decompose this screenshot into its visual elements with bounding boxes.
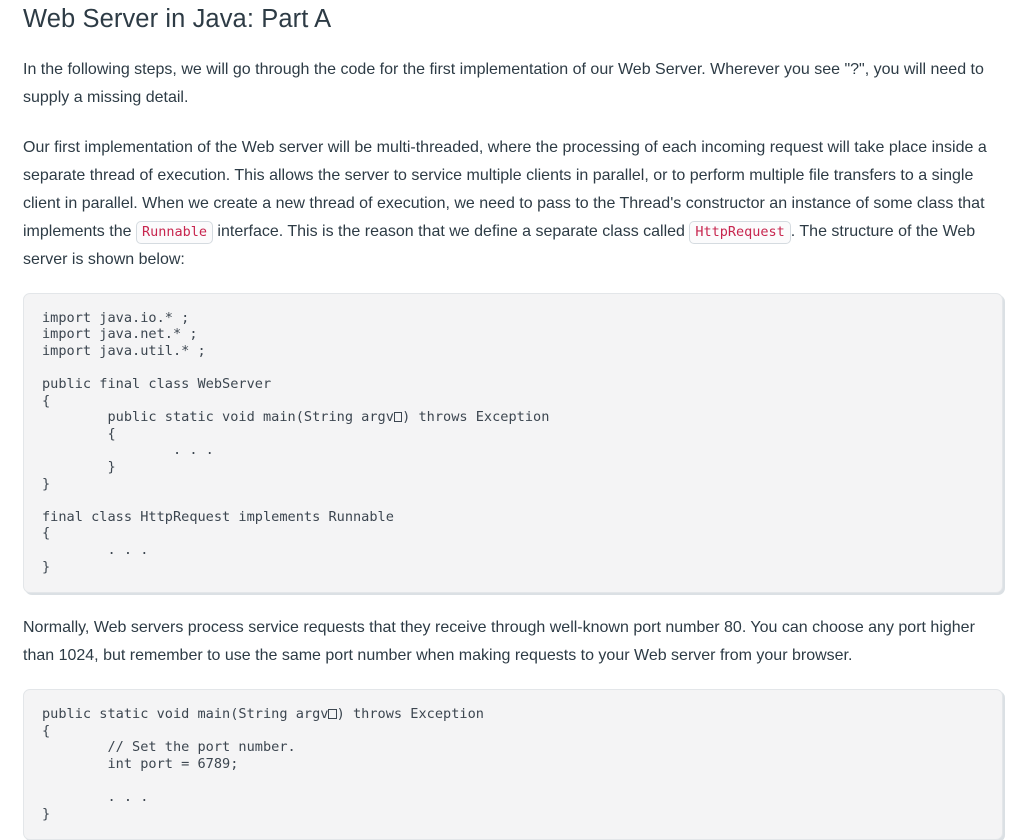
code-line: public final class WebServer [42,375,272,392]
code-line: } [42,458,116,475]
code-line-main-signature: public static void main(String argv ) thr… [42,706,484,722]
code-text: ) throws Exception [402,409,550,426]
overview-text-part-1: Our first implementation of the Web serv… [23,138,987,240]
overview-paragraph: Our first implementation of the Web serv… [23,134,994,274]
code-content-main-port: public static void main(String argv ) thr… [42,706,984,822]
overview-text-part-3: . The structure of the Web server is sho… [23,222,976,268]
code-line-main-signature: public static void main(String argv ) thr… [42,409,549,425]
code-line: final class HttpRequest implements Runna… [42,508,394,525]
code-line: . . . [42,789,149,806]
code-line: . . . [42,442,214,459]
code-line: import java.io.* ; [42,309,190,326]
inline-code-httprequest: HttpRequest [689,220,791,244]
code-block-web-server-structure: import java.io.* ; import java.net.* ; i… [23,292,1003,594]
intro-paragraph: In the following steps, we will go throu… [23,60,984,106]
code-line: int port = 6789; [42,755,239,772]
code-line: } [42,805,51,822]
code-line: { [42,425,116,442]
code-line: { [42,392,51,409]
code-block-main-port: public static void main(String argv ) thr… [23,689,1003,840]
code-text: public static void main(String argv [42,706,329,723]
code-line: . . . [42,541,149,558]
code-line: import java.util.* ; [42,342,206,359]
code-line: } [42,558,51,575]
code-text: public static void main(String argv [42,409,394,426]
code-line: { [42,722,51,739]
overview-text-part-2: interface. This is the reason that we de… [212,222,690,240]
code-line: import java.net.* ; [42,326,198,343]
code-line: // Set the port number. [42,739,296,756]
code-content-web-server-structure: import java.io.* ; import java.net.* ; i… [42,310,984,576]
code-line: { [42,525,51,542]
missing-glyph-box-icon [328,708,337,719]
ports-paragraph: Normally, Web servers process service re… [23,619,975,665]
missing-glyph-box-icon [393,411,403,422]
page-title: Web Server in Java: Part A [23,5,332,33]
code-text: ) throws Exception [336,706,484,723]
code-line: } [42,475,51,492]
inline-code-runnable: Runnable [135,220,213,244]
